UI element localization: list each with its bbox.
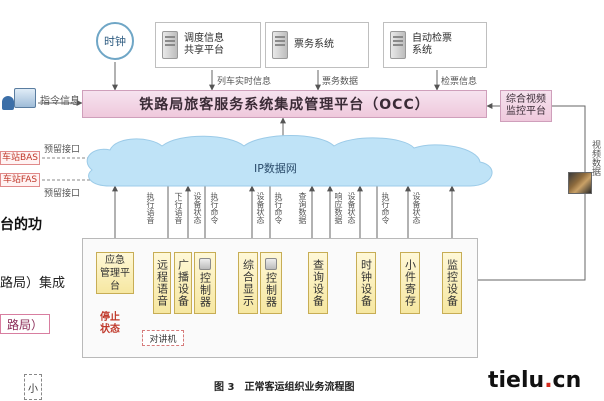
watermark-main: tielu xyxy=(488,368,545,393)
controller-icon xyxy=(199,258,211,270)
site-watermark: tielu.cn xyxy=(488,368,581,393)
article-fragment-small-box: 小 xyxy=(24,374,42,400)
station-bas: 车站BAS xyxy=(0,151,40,165)
watermark-dot: . xyxy=(544,368,553,393)
controller-box-2: 控制器 xyxy=(260,252,282,314)
stop-status-label: 停止 状态 xyxy=(100,312,120,335)
edge-label-response-data: 响应数据 xyxy=(334,192,343,224)
clock-node: 时钟 xyxy=(96,22,134,60)
edge-label-train-info: 列车实时信息 xyxy=(217,77,272,87)
luggage-storage-box: 小件寄存 xyxy=(400,252,420,314)
watermark-tld: cn xyxy=(552,368,582,393)
edge-label-ticket-data: 票务数据 xyxy=(322,77,359,87)
controller-label-2: 控制器 xyxy=(264,272,278,308)
dispatch-info-platform: 调度信息 共享平台 xyxy=(155,22,261,68)
auto-check-label: 自动检票 系统 xyxy=(412,33,452,56)
edge-label-check-info: 检票信息 xyxy=(441,77,478,87)
edge-label-down-voice: 下行语音 xyxy=(174,192,183,224)
emergency-platform: 应急 管理平台 xyxy=(96,252,134,294)
edge-label-exec-cmd-2: 执行命令 xyxy=(274,192,283,224)
monitor-icon xyxy=(14,88,36,108)
camera-photo xyxy=(568,172,592,194)
occ-platform: 铁路局旅客服务系统集成管理平台（OCC） xyxy=(82,90,487,118)
figure-caption: 图 3 正常客运组织业务流程图 xyxy=(214,382,355,393)
ticket-system: 票务系统 xyxy=(265,22,369,68)
remote-voice-box: 远程语音 xyxy=(153,252,171,314)
article-fragment-1: 台的功 xyxy=(0,217,42,233)
controller-box-1: 控制器 xyxy=(194,252,216,314)
edge-label-query-data: 查询数据 xyxy=(298,192,307,224)
operator-icon xyxy=(2,96,14,110)
edge-label-device-status-2: 设备状态 xyxy=(256,192,265,224)
edge-label-exec-cmd-1: 执行命令 xyxy=(210,192,219,224)
server-icon xyxy=(390,31,406,59)
ip-network-label: IP数据网 xyxy=(254,162,297,175)
intercom-box: 对讲机 xyxy=(142,330,184,346)
clock-device-box: 时钟设备 xyxy=(356,252,376,314)
video-data-label: 视频数据 xyxy=(590,140,600,176)
reserved-interface-label-bas: 预留接口 xyxy=(44,145,81,155)
reserved-interface-label-fas: 预留接口 xyxy=(44,189,81,199)
broadcast-device-box: 广播设备 xyxy=(174,252,192,314)
edge-label-exec-voice: 执行语音 xyxy=(146,192,155,224)
article-fragment-3: 路局） xyxy=(0,314,51,334)
monitoring-device-box: 监控设备 xyxy=(442,252,462,314)
command-info-label: 指令信息 xyxy=(40,96,80,107)
dispatch-info-label: 调度信息 共享平台 xyxy=(184,33,224,56)
article-fragment-2: 路局）集成 xyxy=(0,276,66,291)
controller-icon xyxy=(265,258,277,270)
auto-check-system: 自动检票 系统 xyxy=(383,22,487,68)
video-monitoring-platform: 综合视频 监控平台 xyxy=(500,90,552,122)
ip-network-cloud xyxy=(86,135,493,187)
server-icon xyxy=(162,31,178,59)
station-fas: 车站FAS xyxy=(0,173,40,187)
controller-label-1: 控制器 xyxy=(198,272,212,308)
edge-label-device-status-4: 设备状态 xyxy=(412,192,421,224)
edge-label-exec-cmd-3: 执行命令 xyxy=(381,192,390,224)
query-device-box: 查询设备 xyxy=(308,252,328,314)
server-icon xyxy=(272,31,288,59)
edge-label-device-status-3: 设备状态 xyxy=(347,192,356,224)
edge-label-device-status-1: 设备状态 xyxy=(193,192,202,224)
ticket-system-label: 票务系统 xyxy=(294,39,334,50)
integrated-display-box: 综合显示 xyxy=(238,252,258,314)
